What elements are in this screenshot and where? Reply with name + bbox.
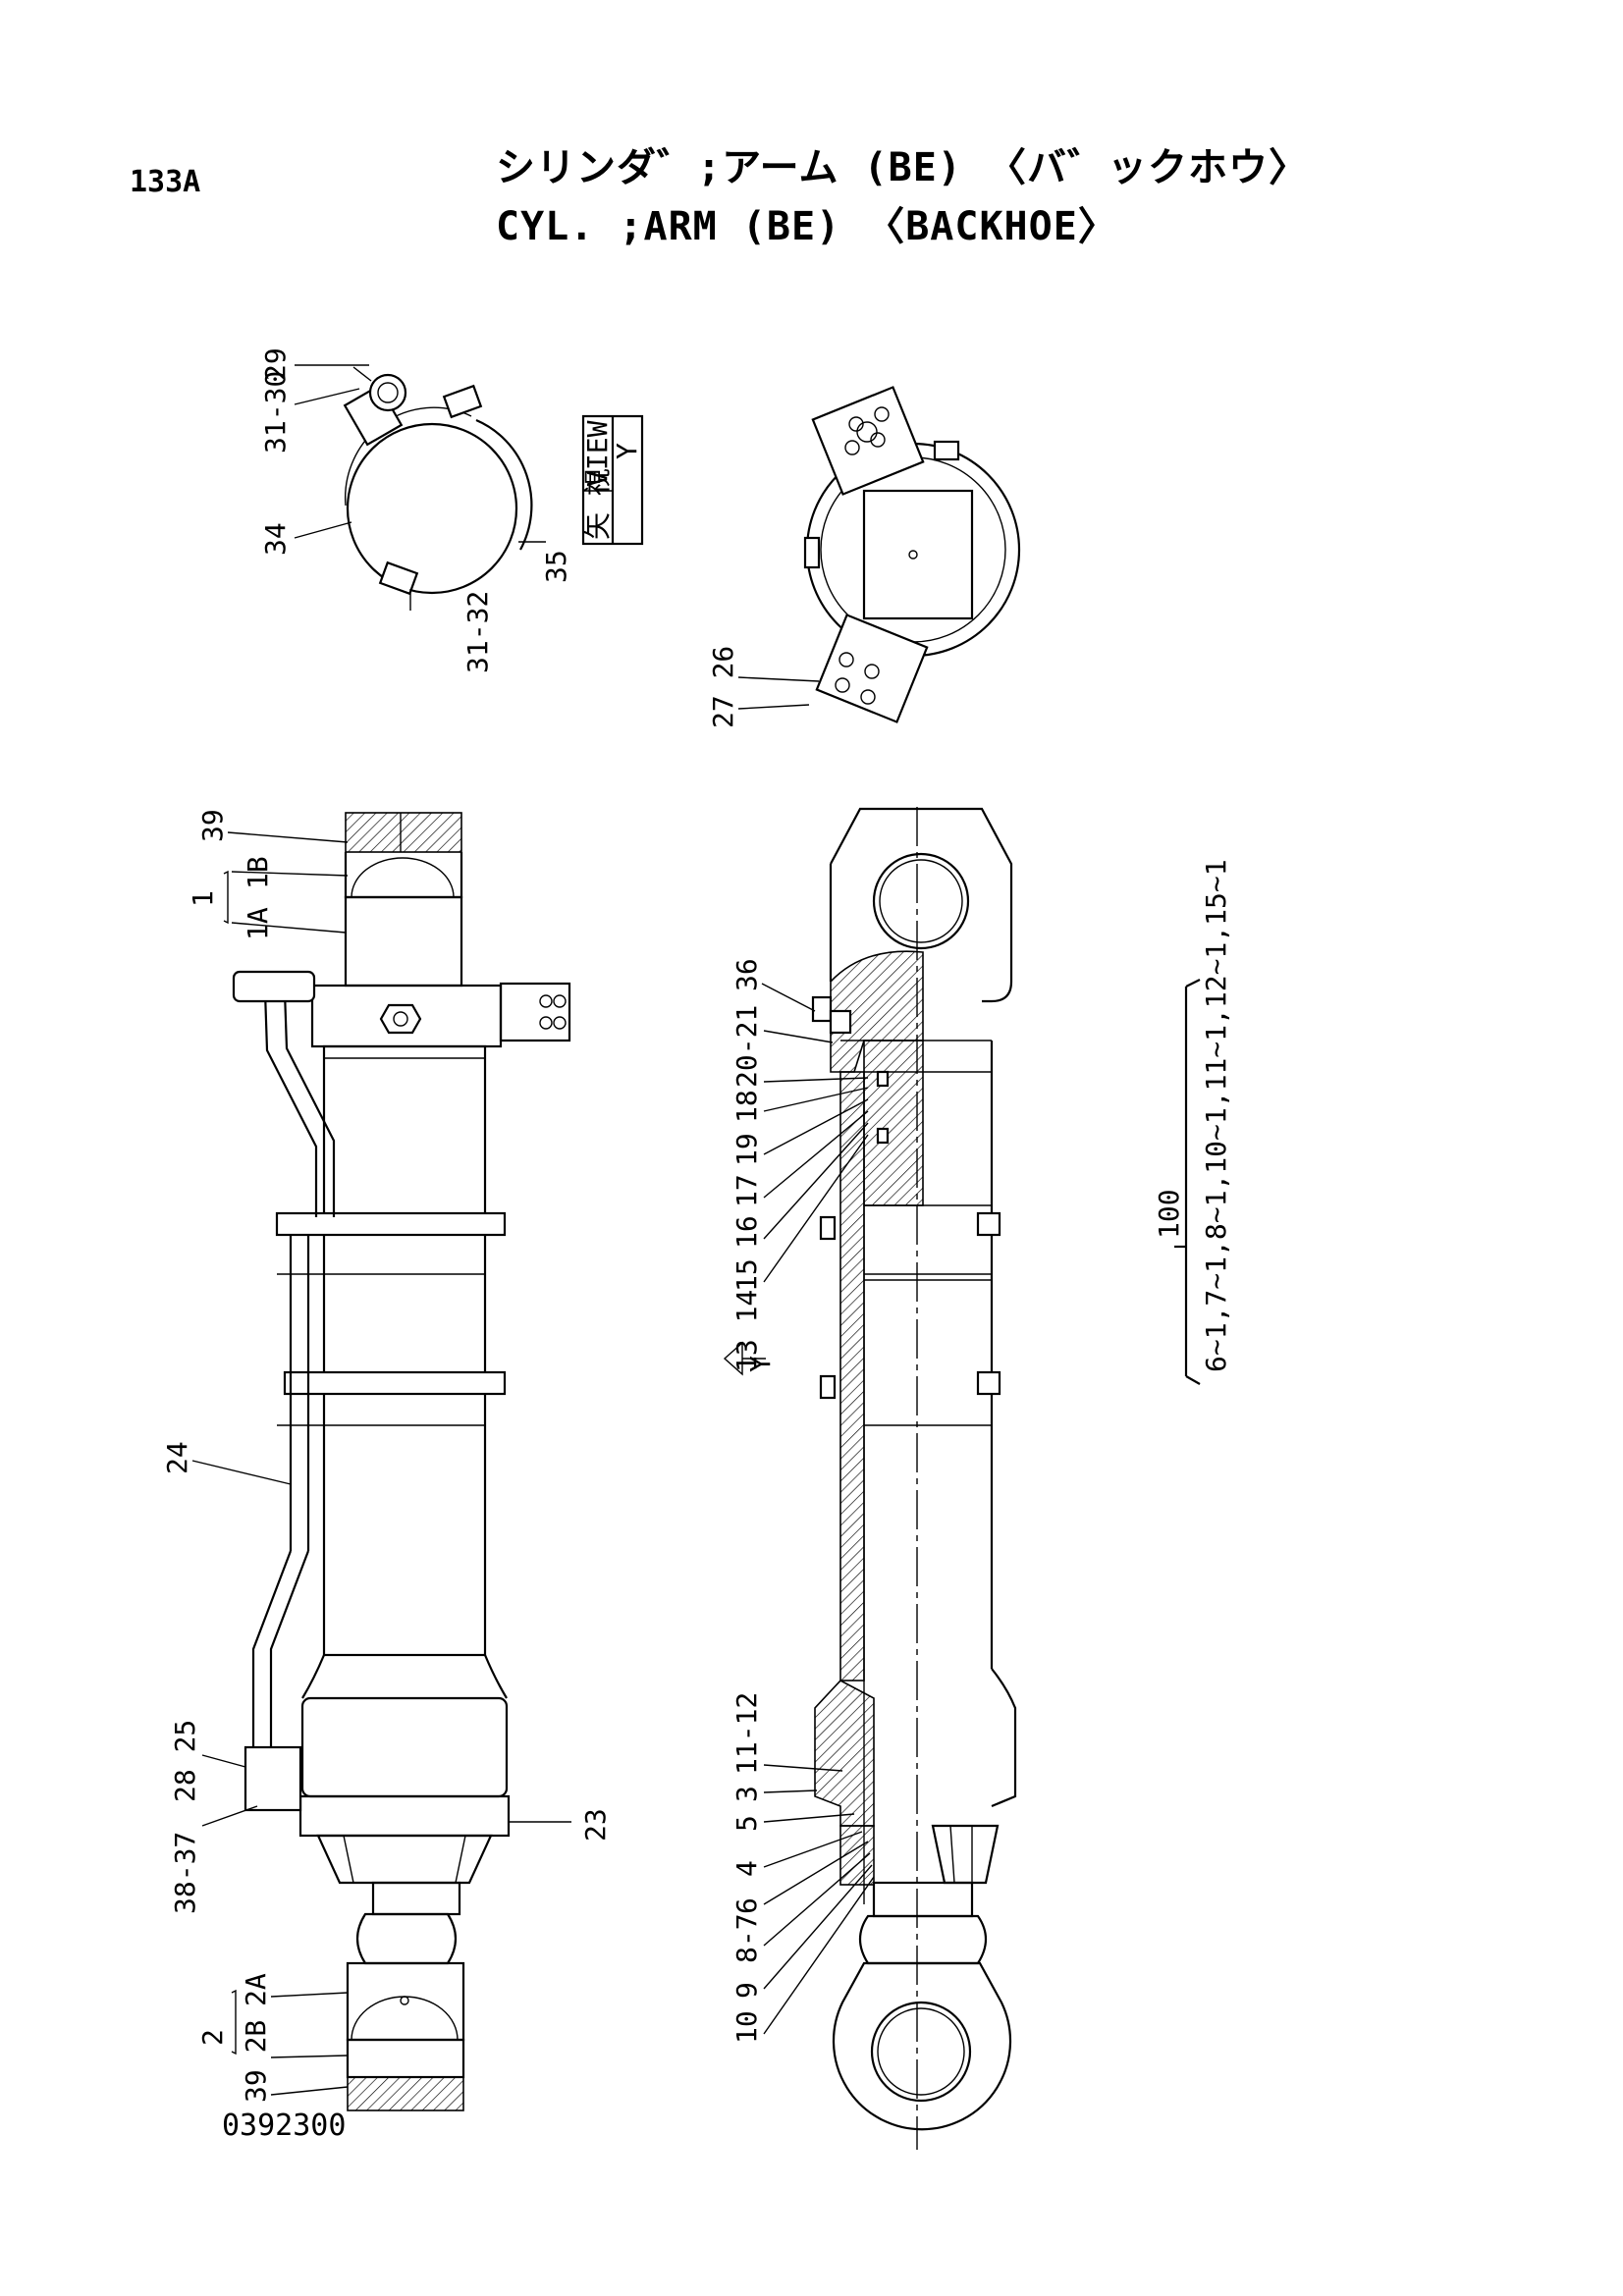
- label-2: 2: [196, 2029, 229, 2046]
- label-20-21: 20-21: [730, 1005, 763, 1088]
- label-15: 15: [730, 1258, 763, 1292]
- label-18: 18: [730, 1090, 763, 1123]
- cylinder-external-view: [191, 812, 571, 2111]
- view-box-jp: 矢 視: [581, 468, 614, 540]
- label-35: 35: [540, 550, 572, 583]
- label-2A: 2A: [240, 1973, 272, 2006]
- label-29: 29: [259, 347, 292, 381]
- label-5: 5: [730, 1815, 763, 1832]
- label-39: 39: [196, 809, 229, 842]
- label-23: 23: [579, 1808, 612, 1842]
- label-9: 9: [730, 1982, 763, 1999]
- label-24: 24: [161, 1441, 193, 1474]
- label-8-7: 8-7: [730, 1913, 763, 1963]
- label-27-26: 27 26: [707, 646, 739, 728]
- page-number: 133A: [130, 165, 201, 199]
- label-36: 36: [730, 958, 763, 991]
- label-1A: 1A: [242, 907, 274, 940]
- label-19: 19: [730, 1133, 763, 1166]
- label-10: 10: [730, 2010, 763, 2044]
- label-28-25: 28 25: [169, 1720, 201, 1802]
- label-6: 6: [730, 1897, 763, 1914]
- label-38-37: 38-37: [169, 1832, 201, 1914]
- kit-contents: 6~1,7~1,8~1,10~1,11~1,12~1,15~1: [1200, 859, 1232, 1372]
- view-box-en: VIEW: [581, 420, 614, 487]
- label-17: 17: [730, 1174, 763, 1207]
- kit-bracket: [1174, 979, 1201, 1385]
- label-13-14: 13 14: [730, 1290, 763, 1372]
- label-3: 3: [730, 1786, 763, 1802]
- view-marker-y: Y: [744, 1356, 777, 1372]
- view-y-box: 矢 視 VIEW Y: [581, 414, 644, 546]
- title-japanese: シリンダ゛;アーム (BE) 〈バ゛ックホウ〉: [496, 145, 1309, 190]
- title-english: CYL. ;ARM (BE) 〈BACKHOE〉: [496, 204, 1118, 249]
- label-11-12: 11-12: [730, 1692, 763, 1775]
- clamp-view: [294, 364, 546, 611]
- cylinder-section-view: [723, 807, 1017, 2150]
- label-1: 1: [187, 890, 219, 907]
- drawing-number: 0392300: [222, 2109, 347, 2143]
- view-box-letter: Y: [611, 443, 643, 459]
- kit-number: 100: [1153, 1189, 1185, 1239]
- label-1B: 1B: [242, 856, 274, 889]
- label-4: 4: [730, 1860, 763, 1877]
- label-31-30: 31-30: [259, 371, 292, 454]
- end-view: [737, 386, 1021, 723]
- label-16: 16: [730, 1215, 763, 1249]
- label-31-32: 31-32: [461, 591, 494, 673]
- label-34: 34: [259, 522, 292, 556]
- label-39-2B: 39 2B: [240, 2020, 272, 2103]
